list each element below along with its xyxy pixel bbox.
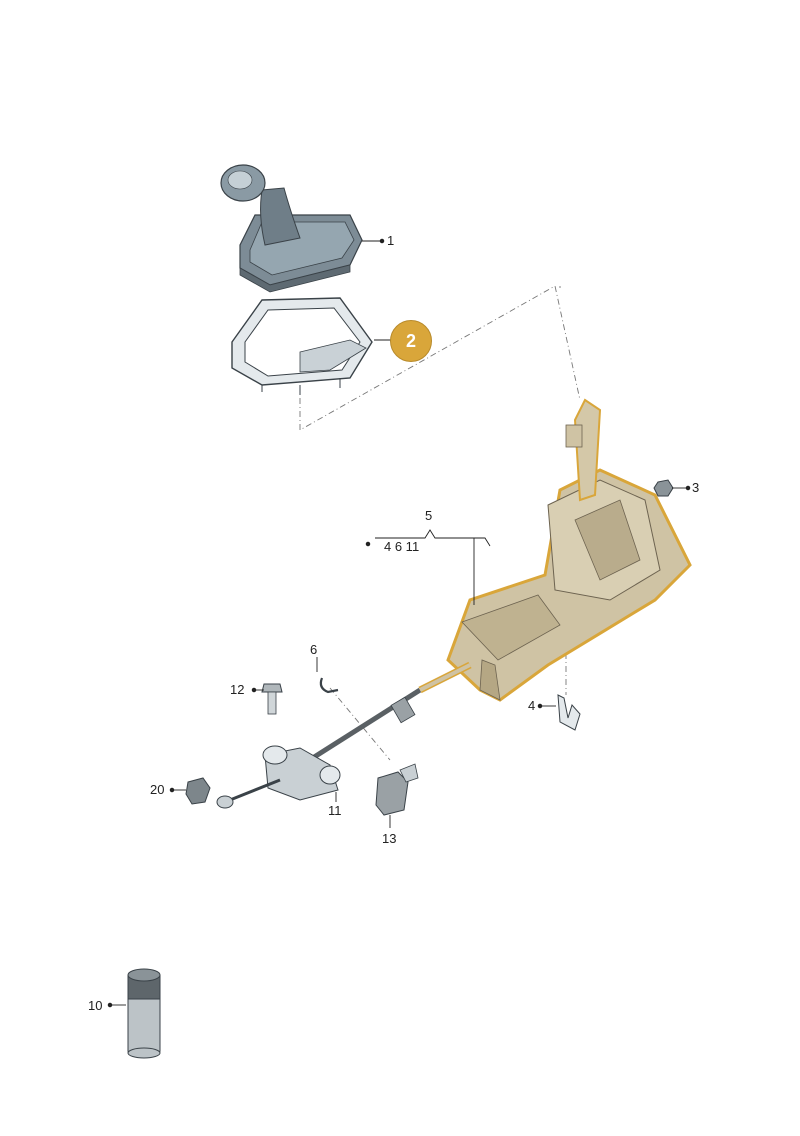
- callout-2-highlight: 2: [390, 320, 432, 362]
- grease-tube: [127, 968, 161, 1059]
- callout-13: 13: [382, 831, 397, 846]
- callout-5: 5: [425, 508, 433, 523]
- callout-3: 3: [692, 480, 700, 495]
- callout-11: 11: [328, 803, 342, 818]
- callout-12: 12: [230, 682, 245, 697]
- clip: [319, 677, 339, 694]
- leader-lines: [107, 238, 691, 1008]
- nut: [185, 777, 211, 805]
- callout-10: 10: [88, 998, 103, 1013]
- callout-20: 20: [150, 782, 165, 797]
- bolt: [261, 683, 283, 715]
- callout-6: 6: [310, 642, 318, 657]
- gear-knob-boot: [220, 164, 363, 293]
- retaining-clip: [557, 694, 581, 731]
- nut-small: [653, 479, 674, 497]
- callout-4: 4: [528, 698, 536, 713]
- selector-housing: [446, 398, 692, 702]
- trim-frame: [231, 297, 373, 395]
- callout-1: 1: [387, 233, 395, 248]
- callout-5-subparts: 4 6 11: [384, 539, 420, 554]
- cable-bracket: [216, 745, 341, 809]
- clamp: [375, 763, 419, 816]
